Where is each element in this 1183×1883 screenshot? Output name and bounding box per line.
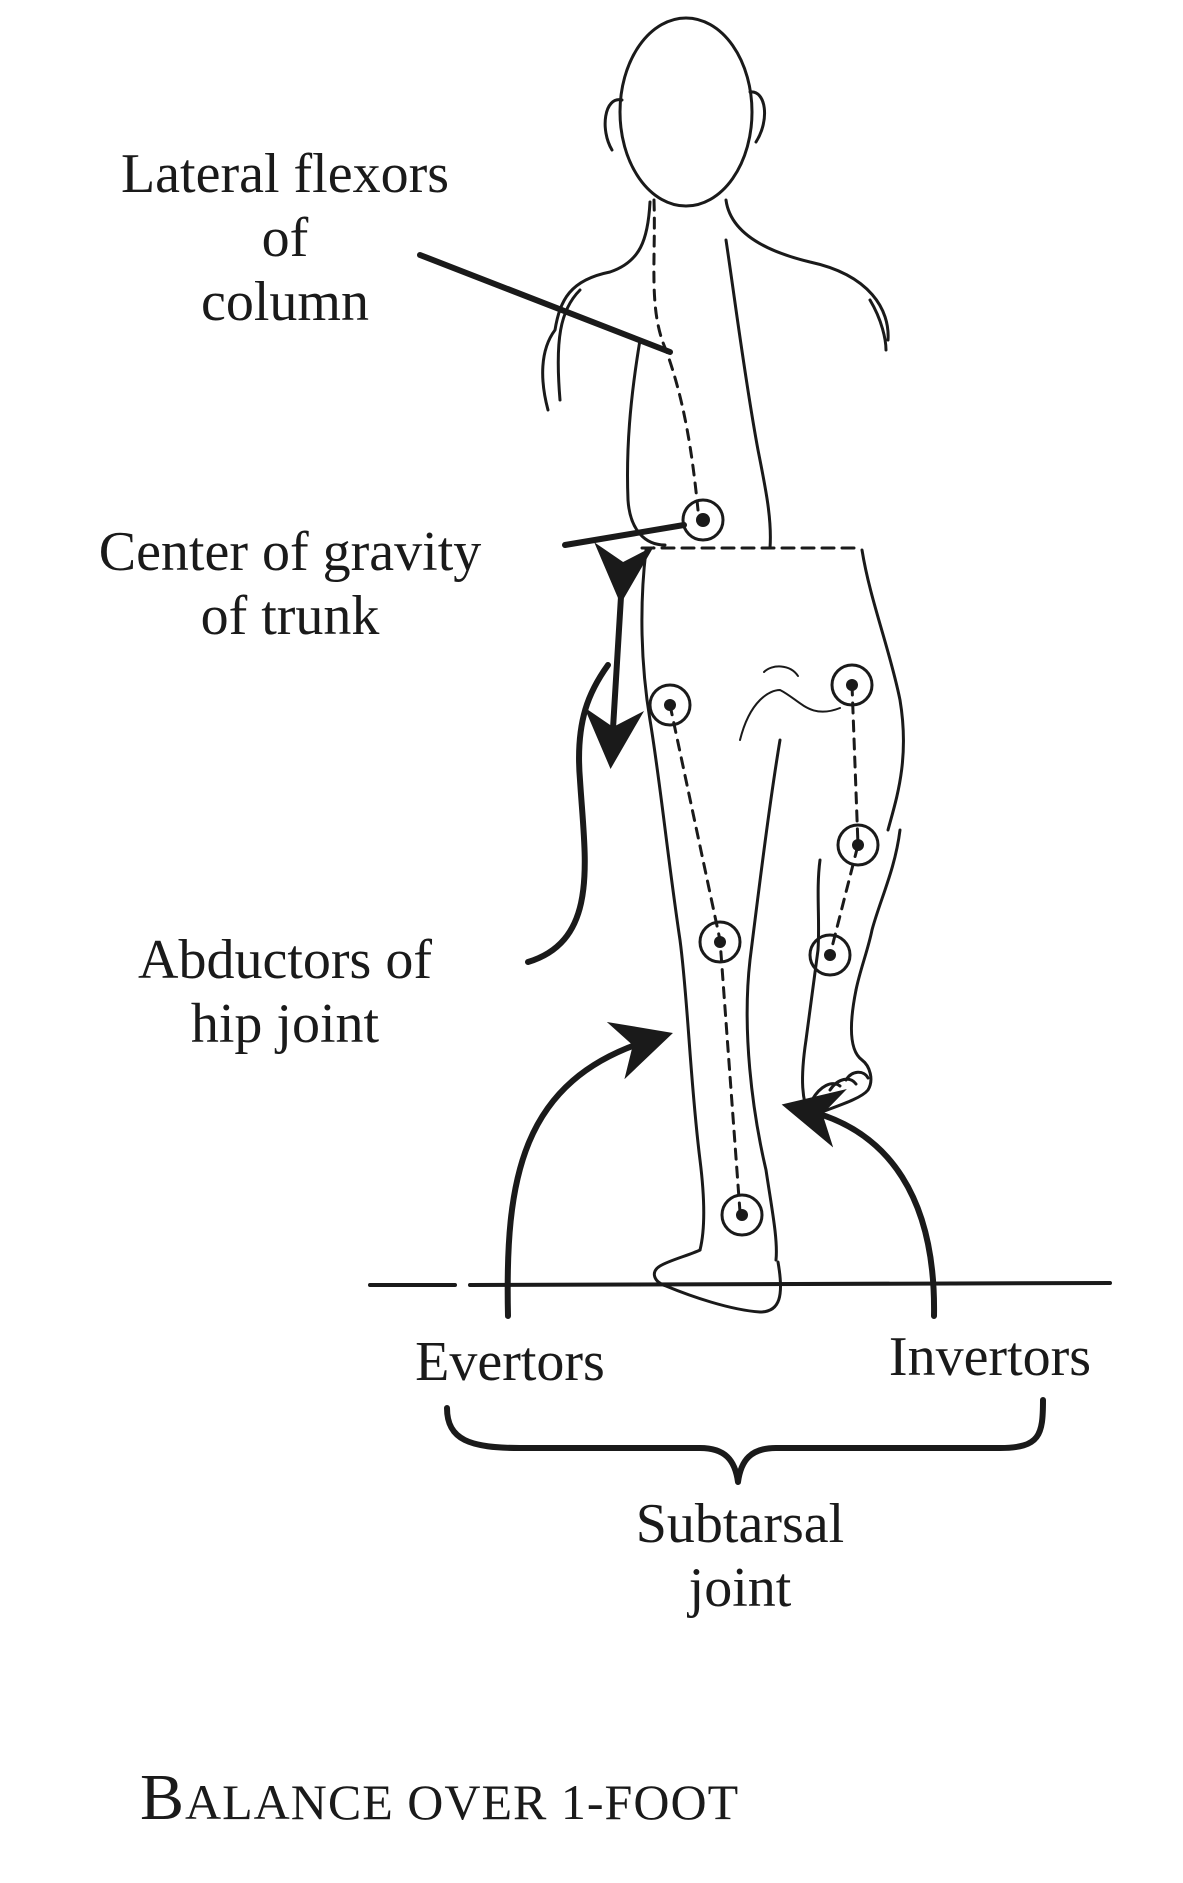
raised-ankle-joint-dot	[824, 949, 836, 961]
standing-ankle-joint	[720, 1193, 764, 1237]
abductors-line-1: Abductors of	[138, 929, 432, 991]
standing-hip-joint-dot	[664, 699, 676, 711]
raised-leg-outer	[854, 828, 902, 992]
buttock-line	[763, 665, 799, 677]
left-leg-outer	[640, 548, 706, 1252]
lateral-flexors-line-2: of	[261, 207, 309, 269]
evertors-arrow	[504, 1021, 673, 1319]
standing-knee-joint-dot	[714, 936, 726, 948]
invertors-arrow	[781, 1089, 938, 1319]
raised-hip-joint	[830, 663, 874, 707]
standing-foot	[652, 1248, 782, 1314]
center-of-gravity-line-2: of trunk	[200, 585, 380, 647]
left-arm-stub	[556, 288, 582, 402]
right-hip-outer	[860, 548, 905, 832]
raised-leg-axis	[828, 683, 860, 957]
lateral-flexors-label: Lateral flexors of column	[60, 142, 510, 334]
standing-ankle-joint-dot	[736, 1209, 748, 1221]
abductors-label: Abductors of hip joint	[70, 928, 500, 1056]
invertors-label: Invertors	[888, 1326, 1092, 1388]
abductors-arrow	[525, 662, 611, 965]
back-left-line	[626, 338, 667, 547]
evertors-label: Evertors	[415, 1331, 605, 1393]
spine-dashed	[652, 198, 700, 512]
right-ear	[748, 90, 767, 144]
subtarsal-line-2: joint	[688, 1557, 792, 1619]
buttock-curve	[739, 689, 841, 741]
center-of-gravity-label: Center of gravity of trunk	[30, 520, 550, 648]
lateral-flexors-line-1: Lateral flexors	[120, 143, 450, 205]
raised-foot	[810, 988, 873, 1118]
subtarsal-brace	[444, 1397, 1046, 1485]
head-outline	[618, 16, 754, 208]
right-arm-stub	[868, 298, 888, 352]
raised-ankle-joint	[808, 933, 852, 977]
standing-leg-inner	[745, 738, 782, 1262]
figure-caption: BALANCE OVER 1-FOOT	[140, 1760, 900, 1836]
center-of-gravity-leader	[562, 522, 687, 548]
torso-left-outline	[541, 200, 652, 412]
raised-leg-inner	[804, 858, 822, 1042]
caption-initial: B	[140, 1761, 186, 1834]
subtarsal-line-1: Subtarsal	[635, 1493, 845, 1555]
torso-right-outline	[724, 198, 890, 342]
back-right-line	[724, 238, 772, 550]
center-of-gravity-dot	[696, 513, 710, 527]
raised-hip-joint-dot	[846, 679, 858, 691]
subtarsal-label: Subtarsal joint	[560, 1492, 920, 1620]
raised-knee-joint	[836, 823, 880, 867]
trunk-motion-arrow	[584, 542, 655, 769]
lateral-flexors-line-3: column	[201, 271, 369, 333]
ground-line	[368, 1281, 1112, 1287]
center-of-gravity-line-1: Center of gravity	[98, 521, 482, 583]
caption-rest: ALANCE OVER 1-FOOT	[185, 1774, 740, 1830]
standing-knee-joint	[698, 920, 742, 964]
raised-knee-joint-dot	[852, 839, 864, 851]
center-of-gravity-marker	[681, 498, 725, 542]
abductors-line-2: hip joint	[190, 993, 380, 1055]
left-ear	[603, 98, 624, 152]
lateral-flexors-leader	[417, 252, 673, 355]
